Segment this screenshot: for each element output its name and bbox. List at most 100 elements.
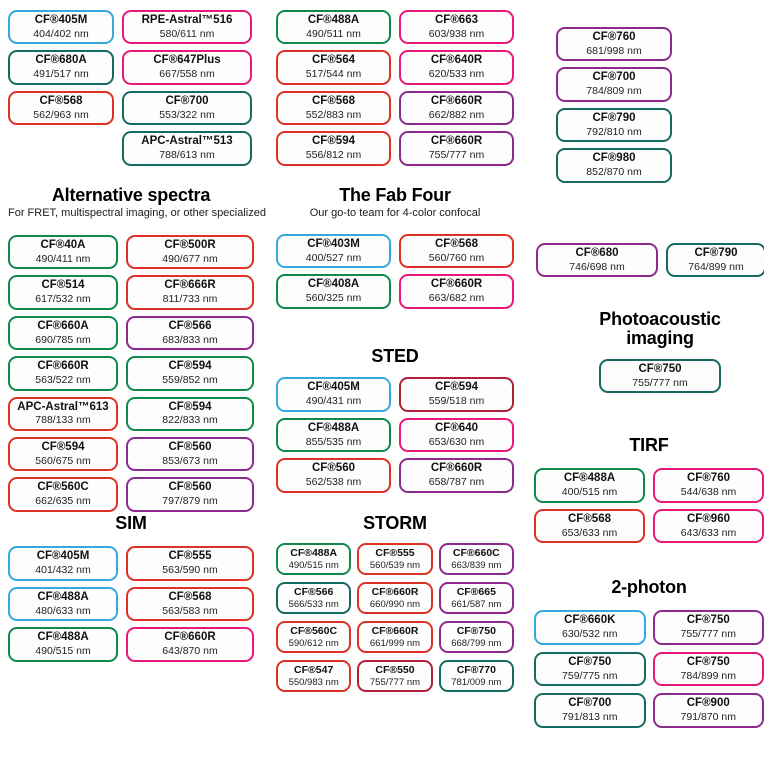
dye-name: CF®514 (41, 279, 85, 292)
dye-excitation-emission: 681/998 nm (586, 44, 642, 57)
dye-name: CF®660R (430, 135, 483, 148)
dye-excitation-emission: 550/983 nm (288, 676, 339, 688)
dye-name: CF®660R (430, 278, 483, 291)
dye-excitation-emission: 560/539 nm (369, 560, 421, 572)
dye-name: CF®568 (168, 590, 212, 603)
dye-name: CF®666R (164, 279, 216, 292)
dye-name: CF®680 (575, 247, 619, 259)
section-subtitle: Our go-to team for 4-color confocal (309, 207, 481, 220)
dye-excitation-emission: 784/809 nm (586, 85, 642, 98)
dye-name: CF®405M (36, 550, 90, 563)
dye-name: CF®550 (375, 664, 415, 677)
dye-excitation-emission: 544/638 nm (680, 486, 737, 499)
dye-name: CF®40A (40, 239, 86, 252)
dye-excitation-emission: 784/899 nm (680, 669, 736, 682)
dye-name: CF®700 (592, 71, 636, 84)
dye-name: CF®568 (312, 94, 355, 107)
dye-name: CF®760 (592, 31, 636, 43)
dye-excitation-emission: 663/682 nm (428, 292, 485, 305)
dye-excitation-emission: 811/733 nm (162, 293, 218, 306)
dye-name: RPE-Astral™516 (141, 14, 233, 26)
dye-excitation-emission: 792/810 nm (586, 125, 642, 138)
dye-name: CF®568 (39, 94, 83, 107)
dye-excitation-emission: 559/852 nm (162, 374, 218, 387)
dye-name: CF®555 (168, 550, 212, 563)
dye-name: CF®660C (452, 547, 500, 560)
dye-name: CF®488A (307, 14, 360, 26)
section-title: STORM (363, 513, 427, 533)
dye-excitation-emission: 653/633 nm (561, 526, 618, 539)
dye-name: CF®560C (37, 481, 89, 494)
dye-excitation-emission: 556/812 nm (305, 148, 362, 161)
dye-excitation-emission: 661/587 nm (451, 599, 502, 611)
section-title: STED (371, 346, 419, 366)
dye-excitation-emission: 667/558 nm (159, 68, 215, 81)
dye-excitation-emission: 755/777 nm (369, 676, 421, 688)
dye-name: CF®408A (307, 278, 360, 291)
dye-excitation-emission: 764/899 nm (688, 260, 744, 273)
dye-excitation-emission: 620/533 nm (428, 68, 485, 81)
dye-name: CF®750 (456, 625, 496, 638)
dye-name: CF®647Plus (153, 54, 221, 67)
dye-excitation-emission: 552/883 nm (305, 108, 362, 121)
dye-name: CF®594 (312, 135, 355, 148)
dye-excitation-emission: 562/538 nm (305, 476, 362, 489)
dye-excitation-emission: 617/532 nm (35, 293, 91, 306)
dye-excitation-emission: 653/630 nm (428, 435, 485, 448)
dye-excitation-emission: 781/009 nm (451, 676, 502, 688)
dye-excitation-emission: 490/431 nm (305, 395, 362, 408)
dye-name: CF®660A (37, 319, 89, 332)
section-title: TIRF (629, 435, 669, 455)
section-fab-four: The Fab Four Our go-to team for 4-color … (276, 185, 514, 309)
dye-excitation-emission: 562/963 nm (33, 108, 89, 121)
dye-excitation-emission: 490/677 nm (162, 252, 218, 265)
dye-name: CF®750 (638, 362, 682, 375)
dye-name: CF®660R (430, 94, 483, 107)
dye-name: CF®750 (686, 655, 730, 668)
dye-excitation-emission: 480/633 nm (35, 604, 91, 617)
dye-excitation-emission: 668/799 nm (451, 638, 502, 649)
dye-name: CF®750 (568, 655, 612, 668)
section-title: Alternative spectra (51, 185, 211, 205)
dye-name: CF®660R (37, 360, 89, 373)
section-title: Photoacoustic imaging (599, 309, 721, 349)
dye-name: CF®660K (564, 614, 616, 627)
dye-excitation-emission: 490/511 nm (306, 27, 361, 40)
dye-name: CF®790 (694, 247, 738, 259)
